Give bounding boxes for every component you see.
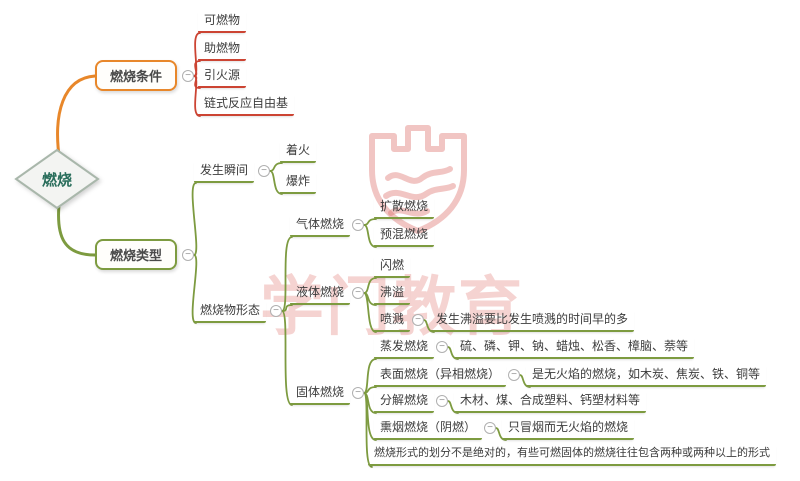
node-smoldering-desc[interactable]: 只冒烟而无火焰的燃烧 bbox=[502, 417, 635, 440]
collapse-toggle-gas[interactable]: − bbox=[352, 219, 364, 231]
node-root[interactable]: 燃烧 bbox=[14, 146, 100, 212]
root-label: 燃烧 bbox=[41, 171, 72, 189]
node-oxidizer[interactable]: 助燃物 bbox=[198, 38, 247, 61]
node-explosion[interactable]: 爆炸 bbox=[280, 171, 317, 194]
watermark-logo bbox=[369, 125, 467, 234]
collapse-toggle-liquid[interactable]: − bbox=[352, 287, 364, 299]
node-diffusion-combustion[interactable]: 扩散燃烧 bbox=[374, 196, 435, 219]
node-material-form[interactable]: 燃烧物形态 bbox=[194, 300, 267, 323]
node-chain-reaction[interactable]: 链式反应自由基 bbox=[198, 93, 295, 116]
branch-types[interactable]: 燃烧类型 bbox=[95, 239, 177, 270]
node-premixed-combustion[interactable]: 预混燃烧 bbox=[374, 224, 435, 247]
node-surface-combustion[interactable]: 表面燃烧（异相燃烧） bbox=[374, 364, 507, 387]
diamond-shape bbox=[14, 148, 100, 210]
node-decomposition-desc[interactable]: 木材、煤、合成塑料、钙塑材料等 bbox=[454, 390, 647, 413]
collapse-toggle-surface[interactable]: − bbox=[508, 369, 520, 381]
node-solid-combustion[interactable]: 固体燃烧 bbox=[290, 382, 351, 405]
node-flash-burn[interactable]: 闪燃 bbox=[374, 255, 411, 278]
node-evaporation-combustion[interactable]: 蒸发燃烧 bbox=[374, 336, 435, 359]
node-catch-fire[interactable]: 着火 bbox=[280, 140, 317, 163]
node-surface-desc[interactable]: 是无火焰的燃烧，如木炭、焦炭、铁、铜等 bbox=[526, 364, 767, 387]
collapse-toggle-moment[interactable]: − bbox=[258, 165, 270, 177]
node-decomposition-combustion[interactable]: 分解燃烧 bbox=[374, 390, 435, 413]
collapse-toggle-conditions[interactable]: − bbox=[182, 70, 194, 82]
node-smoldering-combustion[interactable]: 熏烟燃烧（阴燃） bbox=[374, 417, 483, 440]
node-liquid-combustion[interactable]: 液体燃烧 bbox=[290, 282, 351, 305]
collapse-toggle-form[interactable]: − bbox=[270, 305, 282, 317]
node-occurrence-moment[interactable]: 发生瞬间 bbox=[194, 160, 255, 183]
collapse-toggle-solid[interactable]: − bbox=[352, 387, 364, 399]
node-ignition-source[interactable]: 引火源 bbox=[198, 65, 247, 88]
collapse-toggle-evaporation[interactable]: − bbox=[436, 341, 448, 353]
node-evaporation-desc[interactable]: 硫、磷、钾、钠、蜡烛、松香、樟脑、萘等 bbox=[454, 336, 695, 359]
collapse-toggle-splash[interactable]: − bbox=[412, 314, 424, 326]
node-gas-combustion[interactable]: 气体燃烧 bbox=[290, 214, 351, 237]
node-flammable[interactable]: 可燃物 bbox=[198, 10, 247, 33]
collapse-toggle-smoldering[interactable]: − bbox=[484, 422, 496, 434]
node-boilover[interactable]: 沸溢 bbox=[374, 282, 411, 305]
collapse-toggle-decomposition[interactable]: − bbox=[436, 395, 448, 407]
node-solid-note[interactable]: 燃烧形式的划分不是绝对的，有些可燃固体的燃烧往往包含两种或两种以上的形式 bbox=[368, 444, 776, 466]
collapse-toggle-types[interactable]: − bbox=[182, 249, 194, 261]
branch-conditions[interactable]: 燃烧条件 bbox=[95, 60, 177, 91]
node-splash[interactable]: 喷溅 bbox=[374, 309, 411, 332]
node-splash-note[interactable]: 发生沸溢要比发生喷溅的时间早的多 bbox=[430, 309, 635, 332]
